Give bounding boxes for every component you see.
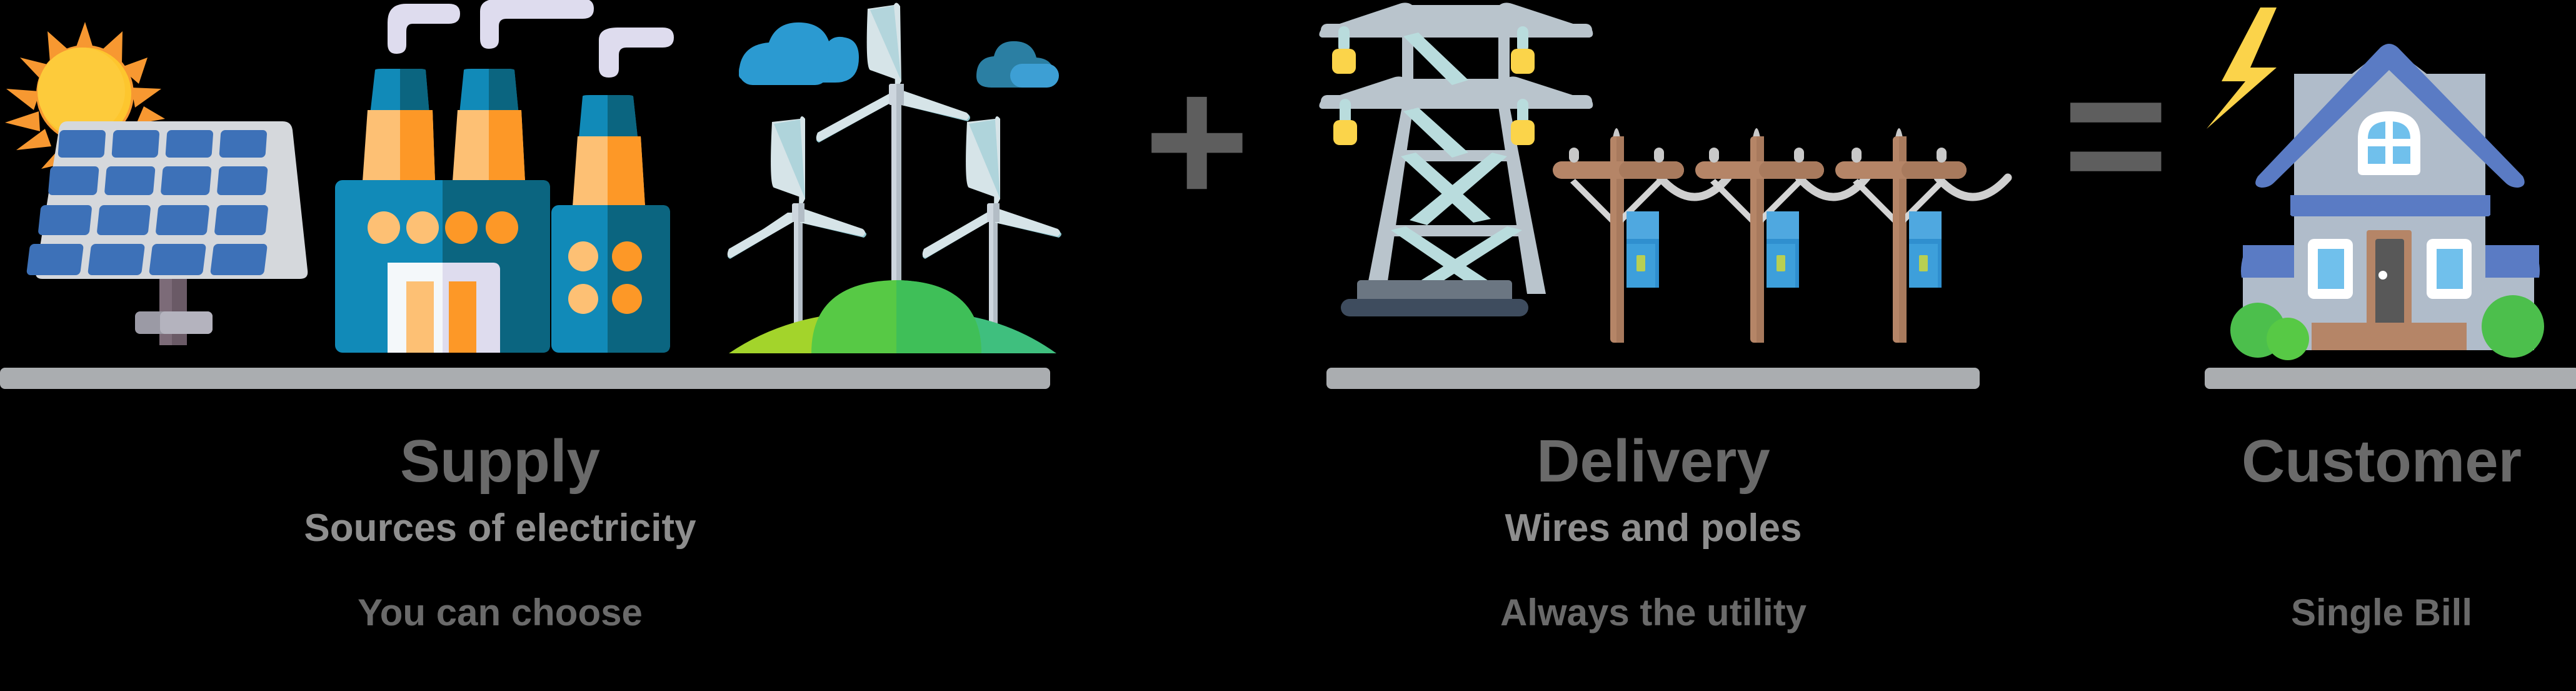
power-plant-icon <box>325 0 700 363</box>
transformer-3 <box>1909 211 1942 241</box>
ground-bar-supply <box>0 368 1050 389</box>
equals-operator: = <box>2063 33 2169 236</box>
power-wires <box>1656 173 2012 201</box>
supply-subtitle: Sources of electricity <box>304 507 696 550</box>
solar-panel-icon <box>0 0 350 363</box>
porch <box>2312 323 2467 350</box>
house-window-right <box>2427 239 2472 299</box>
insulator-top-left <box>1332 26 1356 74</box>
wind-turbine-right <box>922 116 1061 353</box>
column-delivery: Delivery Wires and poles Always the util… <box>1394 431 1913 632</box>
house-roof <box>2255 44 2525 188</box>
solar-cells <box>26 130 268 275</box>
house-window-left <box>2308 239 2353 299</box>
utility-pole-3 <box>1835 128 1967 343</box>
transformer-1 <box>1626 211 1659 241</box>
insulator-bottom-right <box>1511 99 1535 145</box>
ground-bar-customer <box>2205 368 2576 389</box>
supply-note: You can choose <box>358 592 643 633</box>
delivery-note: Always the utility <box>1500 592 1807 633</box>
supply-title: Supply <box>399 428 600 495</box>
icon-row: + = <box>0 0 2575 375</box>
house-icon <box>2200 0 2575 375</box>
insulator-top-right <box>1511 26 1535 74</box>
transmission-tower-icon <box>1316 0 1597 375</box>
utility-pole-2 <box>1695 128 1824 343</box>
customer-note: Single Bill <box>2290 592 2473 633</box>
cloud-icon-right <box>976 41 1059 88</box>
lightning-bolt-icon <box>2207 8 2277 129</box>
utility-pole-1 <box>1553 128 1684 343</box>
delivery-subtitle: Wires and poles <box>1505 507 1802 550</box>
wind-turbine-center <box>816 3 970 353</box>
plus-operator: + <box>1144 39 1250 242</box>
insulator-bottom-left <box>1333 99 1357 145</box>
cloud-icon-left <box>739 22 859 85</box>
solar-panel-frame <box>36 121 308 279</box>
smoke-icon <box>388 0 674 78</box>
column-supply: Supply Sources of electricity You can ch… <box>188 431 813 632</box>
utility-poles-icon <box>1550 94 2050 375</box>
wind-farm-icon <box>706 0 1094 363</box>
door-knob <box>2378 271 2387 280</box>
bush-right <box>2482 295 2544 358</box>
column-customer: Customer Single Bill <box>2194 431 2569 632</box>
customer-title: Customer <box>2241 428 2522 495</box>
ground-bar-delivery <box>1326 368 1980 389</box>
delivery-title: Delivery <box>1536 428 1770 495</box>
transformer-2 <box>1767 211 1799 241</box>
wind-turbine-left <box>727 116 866 353</box>
